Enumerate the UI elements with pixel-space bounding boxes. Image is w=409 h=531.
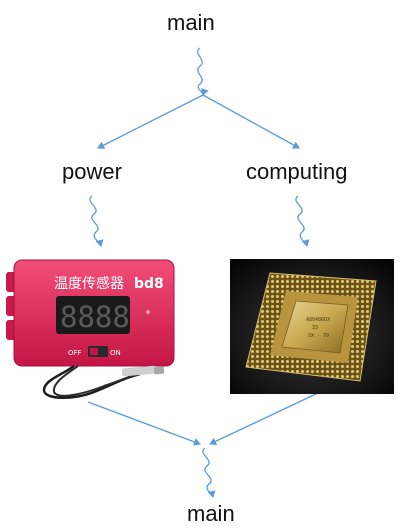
sensor-brand-mark: bd8 <box>134 276 164 292</box>
computing-label: computing <box>246 159 348 184</box>
temperature-sensor-image: 温度传感器 bd8 8888 OFF ON <box>6 259 175 399</box>
cpu-chip-image: A80486DX 33 SX · 79 <box>230 259 394 394</box>
sensor-display-digits: 8888 <box>60 300 130 334</box>
arrow-to-power <box>97 94 204 149</box>
sensor-brand-text: 温度传感器 <box>54 275 124 292</box>
arrow-power-to-merge <box>87 401 201 446</box>
squiggle-power <box>89 195 104 247</box>
squiggle-top <box>197 47 209 96</box>
squiggle-computing <box>295 195 310 247</box>
chip-marking-1: A80486DX <box>306 317 330 323</box>
bottom-main-label: main <box>187 501 235 526</box>
arrow-to-computing <box>202 94 300 149</box>
squiggle-bottom <box>202 447 216 498</box>
sensor-switch-off: OFF <box>68 349 82 357</box>
top-main-label: main <box>167 10 215 35</box>
sensor-switch-on: ON <box>110 349 121 357</box>
chip-marking-2: 33 <box>312 325 318 331</box>
arrow-computing-to-merge <box>209 392 319 446</box>
chip-marking-3: SX · 79 <box>308 333 329 339</box>
power-label: power <box>62 159 122 184</box>
